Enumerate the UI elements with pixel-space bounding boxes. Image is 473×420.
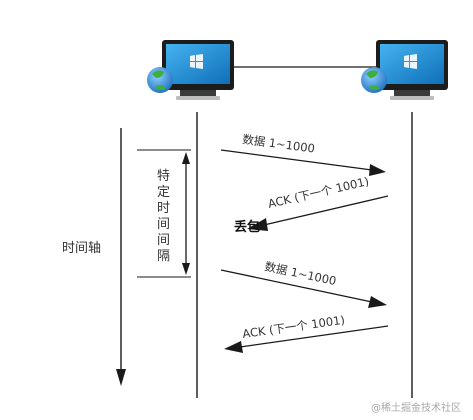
interval-char: 时 bbox=[157, 201, 170, 216]
interval-char: 特 bbox=[157, 169, 170, 184]
ack-label-1: ACK (下一个 1001) bbox=[267, 174, 371, 211]
interval-char: 间 bbox=[157, 233, 170, 248]
receiver-computer-icon bbox=[361, 40, 448, 100]
interval-arrow-up bbox=[182, 152, 190, 164]
packet-loss-label: 丢包 bbox=[234, 219, 260, 235]
data-label-2: 数据 1~1000 bbox=[263, 259, 337, 288]
ack-arrowhead-1 bbox=[247, 218, 268, 231]
data-arrow-1 bbox=[220, 149, 373, 171]
ack-label-2: ACK (下一个 1001) bbox=[241, 313, 345, 341]
interval-arrow-down bbox=[182, 263, 190, 275]
interval-label: 特 定 时 间 间 隔 bbox=[157, 169, 170, 264]
data-arrowhead-2 bbox=[368, 296, 387, 308]
data-arrow-2 bbox=[220, 269, 373, 303]
time-axis-arrowhead bbox=[116, 369, 126, 386]
interval-char: 定 bbox=[157, 185, 170, 200]
ack-arrow-2 bbox=[239, 325, 389, 348]
interval-char: 间 bbox=[157, 217, 170, 232]
ack-arrow-1 bbox=[263, 195, 389, 226]
ack-arrowhead-2 bbox=[224, 341, 243, 353]
interval-char: 隔 bbox=[157, 249, 170, 264]
time-axis-label: 时间轴 bbox=[62, 241, 101, 256]
data-arrowhead-1 bbox=[369, 164, 386, 176]
data-label-1: 数据 1~1000 bbox=[242, 132, 316, 156]
sender-computer-icon bbox=[147, 40, 234, 100]
watermark-text: @稀土掘金技术社区 bbox=[371, 401, 461, 414]
